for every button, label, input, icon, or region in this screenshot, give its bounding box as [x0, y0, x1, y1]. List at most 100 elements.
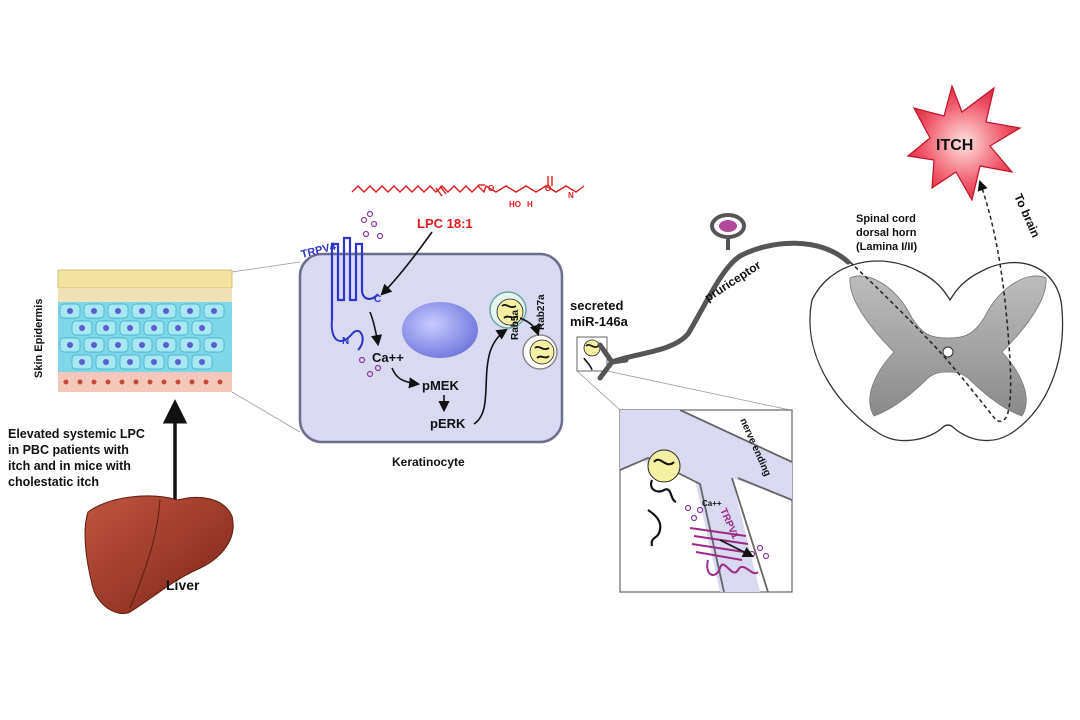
- keratinocyte-label: Keratinocyte: [392, 455, 465, 469]
- skin-cell-nucleus: [91, 308, 97, 314]
- skin-cell-nucleus: [139, 342, 145, 348]
- liver-caption: Elevated systemic LPC in PBC patients wi…: [8, 427, 145, 489]
- lpc-atoms: O HO H O N: [488, 184, 574, 209]
- itch-label: ITCH: [936, 137, 973, 154]
- skin-cell-nucleus: [91, 342, 97, 348]
- skin-cell-nucleus: [127, 325, 133, 331]
- skin-cell-nucleus: [115, 342, 121, 348]
- skin-cell-nucleus: [187, 342, 193, 348]
- zoom-line: [231, 261, 301, 273]
- skin-cell-nucleus: [103, 325, 109, 331]
- zoom-line: [231, 391, 301, 433]
- secreted-label: secreted: [570, 298, 624, 313]
- lpc-to-trpv4-arrow: [380, 231, 433, 296]
- itch-burst: [906, 84, 1022, 202]
- inset-vesicle: [647, 449, 681, 483]
- skin-cell-nucleus: [187, 308, 193, 314]
- basal-cell-nucleus: [189, 379, 195, 385]
- lpc-label: LPC 18:1: [417, 216, 473, 231]
- dorsal-horn-label: dorsal horn: [856, 227, 917, 239]
- spinal-cord-grey-matter: [849, 275, 1047, 417]
- basal-cell-nucleus: [147, 379, 153, 385]
- svg-text:cholestatic itch: cholestatic itch: [8, 475, 99, 489]
- lpc-hydrogen: H: [527, 200, 533, 209]
- skin-cell-nucleus: [79, 325, 85, 331]
- skin-cell-nucleus: [151, 359, 157, 365]
- trpv4-channel: [330, 236, 379, 320]
- trpv4-to-ca-arrow: [369, 311, 383, 347]
- drg-nucleus: [719, 220, 737, 232]
- svg-text:Elevated systemic LPC: Elevated systemic LPC: [8, 427, 145, 441]
- inset-ca-label: Ca++: [702, 499, 722, 508]
- basal-cell-nucleus: [63, 379, 69, 385]
- nerve-ending-outline: [619, 409, 793, 593]
- calcium-dots-inside: [358, 356, 382, 378]
- ca-label: Ca++: [372, 350, 404, 365]
- pmek-label: pMEK: [422, 378, 459, 393]
- rab5a-label: Rab5a: [510, 310, 521, 340]
- skin-cell-nucleus: [163, 342, 169, 348]
- lpc-ho: HO: [509, 200, 521, 209]
- calcium-dots-outside: [360, 210, 384, 240]
- skin-cells: [59, 303, 225, 385]
- skin-cell-nucleus: [115, 308, 121, 314]
- basal-cell-nucleus: [133, 379, 139, 385]
- skin-cell-nucleus: [175, 325, 181, 331]
- inset-calcium-dots: [684, 504, 770, 560]
- spinal-cord-label: Spinal cord: [856, 213, 916, 225]
- svg-text:in PBC patients with: in PBC patients with: [8, 443, 129, 457]
- skin-cell-nucleus: [199, 359, 205, 365]
- svg-text:itch and in mice with: itch and in mice with: [8, 459, 131, 473]
- lpc-nitrogen: N: [568, 191, 574, 200]
- liver-lobe-line: [129, 499, 161, 609]
- skin-cell-nucleus: [199, 325, 205, 331]
- mirna-strand: [583, 344, 599, 371]
- basal-cell-nucleus: [77, 379, 83, 385]
- skin-cell-nucleus: [175, 359, 181, 365]
- basal-cell-nucleus: [161, 379, 167, 385]
- lpc-oxygen: O: [488, 184, 494, 193]
- pruriceptor-fiber: [609, 240, 851, 365]
- inset-mirna-2: [647, 509, 662, 547]
- trpv4-c-terminus: C: [374, 294, 381, 305]
- skin-cell-nucleus: [67, 342, 73, 348]
- inset-mirna-loop: [653, 458, 675, 466]
- lpc-oxygen-2: O: [545, 184, 551, 193]
- skin-epidermis-block: [57, 269, 233, 392]
- skin-cell-nucleus: [151, 325, 157, 331]
- nucleus: [402, 302, 478, 358]
- ca-to-pmek-arrow: [391, 367, 421, 389]
- basal-cell-nucleus: [203, 379, 209, 385]
- basal-cell-nucleus: [175, 379, 181, 385]
- trpv1-influx-arrow: [719, 539, 755, 558]
- lamina-label: (Lamina I/II): [856, 241, 917, 253]
- basal-cell-nucleus: [217, 379, 223, 385]
- trpv4-n-terminus: N: [342, 336, 349, 347]
- skin-cell-nucleus: [103, 359, 109, 365]
- skin-cell-nucleus: [127, 359, 133, 365]
- basal-cell-nucleus: [91, 379, 97, 385]
- skin-cell-nucleus: [67, 308, 73, 314]
- basal-cell-nucleus: [105, 379, 111, 385]
- liver-label: Liver: [166, 577, 200, 593]
- inset-mirna-1: [650, 479, 677, 504]
- rab27a-vesicle: [522, 334, 558, 370]
- skin-cell-nucleus: [163, 308, 169, 314]
- rab27a-label: Rab27a: [536, 294, 547, 330]
- perk-label: pERK: [430, 416, 466, 431]
- rab5a-to-rab27a-arrow: [519, 317, 541, 337]
- lpc-molecule: [351, 176, 585, 197]
- basal-cell-nucleus: [119, 379, 125, 385]
- liver-illustration: [84, 495, 234, 614]
- central-canal: [942, 346, 954, 358]
- skin-cell-nucleus: [211, 308, 217, 314]
- trpv4-tail: [330, 319, 364, 351]
- perk-to-rab5a-arrow: [473, 328, 508, 425]
- skin-cell-nucleus: [139, 308, 145, 314]
- mirna-vesicle: [583, 339, 601, 357]
- zoom-line: [576, 370, 621, 411]
- zoom-line: [606, 370, 791, 411]
- mirna-label: miR-146a: [570, 314, 629, 329]
- skin-cell-nucleus: [79, 359, 85, 365]
- skin-epidermis-label: Skin Epidermis: [33, 299, 45, 378]
